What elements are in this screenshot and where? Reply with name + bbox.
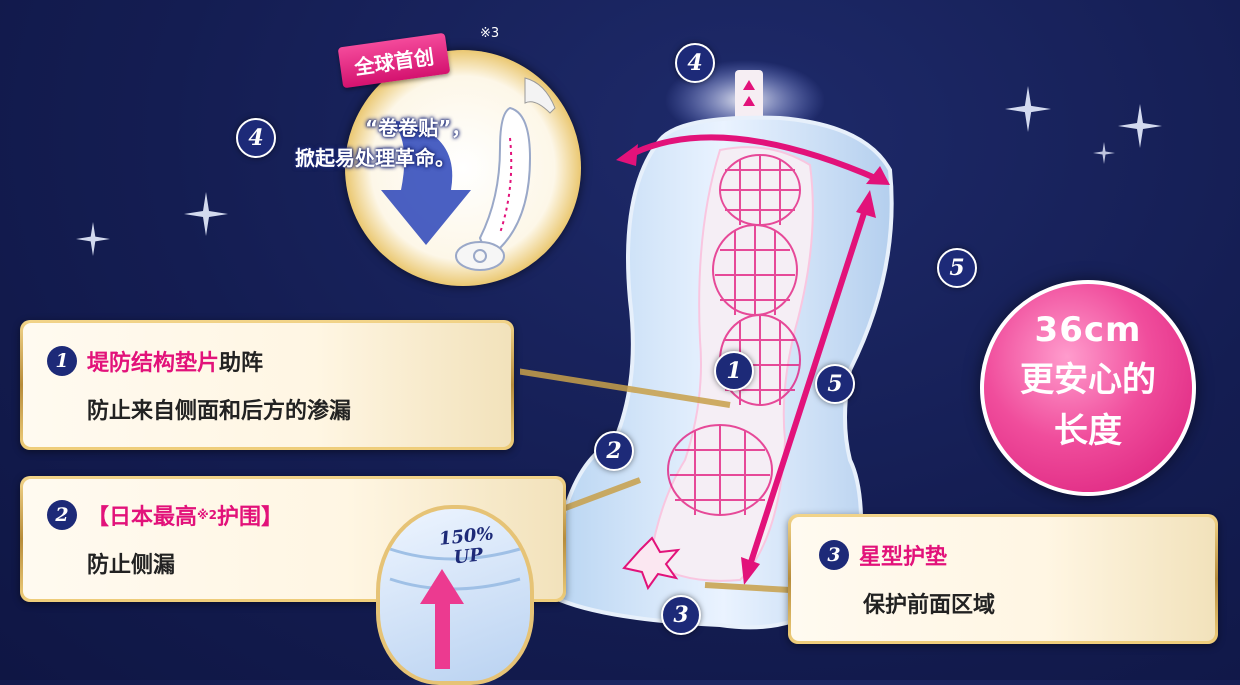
150-up-badge: 150% UP [438,523,497,569]
down-arrow-icon [381,120,471,245]
callout-1-number: 1 [47,346,77,376]
badge-5-pad: 5 [815,364,855,404]
medallion-line1: “卷卷贴”， [365,116,472,140]
sparkle-icon [1005,86,1051,132]
callout-1-body: 防止来自侧面和后方的渗漏 [87,399,352,424]
callout-3-number: 3 [819,540,849,570]
callout-1-title-highlight: 堤防结构垫片 [87,351,220,376]
badge-5-right: 5 [937,248,977,288]
callout-2-number: 2 [47,500,77,530]
callout-2-title-sup: ※2 [197,508,218,522]
sparkle-icon [184,192,228,236]
medallion-note: ※3 [480,26,500,41]
badge-2-pad: 2 [594,431,634,471]
badge-3-pad: 3 [661,595,701,635]
length-value: 36cm [1034,310,1142,350]
up-arrow-icon [389,547,521,669]
length-circle: 36cm 更安心的 长度 [980,280,1196,496]
sparkle-icon [1118,104,1162,148]
callout-3-body: 保护前面区域 [863,593,996,618]
badge-4-medal: 4 [236,118,276,158]
sparkle-icon [76,222,110,256]
callout-1-panel: 1 堤防结构垫片助阵 防止来自侧面和后方的渗漏 [20,320,514,450]
roll-up-medallion: “卷卷贴”， 掀起易处理革命。 [295,50,581,286]
medallion-line2: 掀起易处理革命。 [295,146,455,170]
callout-2-body: 防止侧漏 [87,553,176,578]
length-line3: 长度 [1054,411,1122,451]
badge-1-pad: 1 [714,351,754,391]
callout-2-title-pre: 【日本最高 [87,505,198,530]
callout-3-panel: 3 星型护垫 保护前面区域 [788,514,1218,644]
badge-4-top: 4 [675,43,715,83]
length-line2: 更安心的 [1020,360,1156,400]
callout-1-title-rest: 助阵 [219,351,264,376]
roll-up-pad-icon [455,77,556,271]
callout-2-title-post: 护围】 [217,505,284,530]
sparkle-icon [1093,142,1115,164]
callout-3-title: 星型护垫 [859,545,948,570]
